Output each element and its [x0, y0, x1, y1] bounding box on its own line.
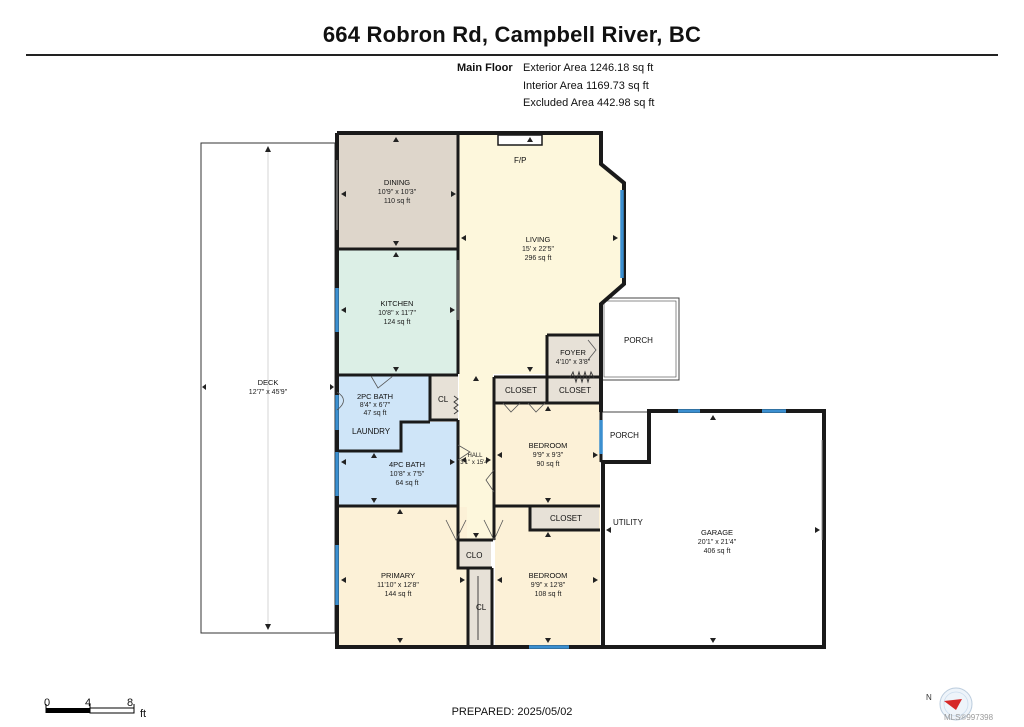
- svg-text:144 sq ft: 144 sq ft: [385, 591, 412, 598]
- svg-text:110 sq ft: 110 sq ft: [384, 198, 410, 205]
- door-swings: [336, 339, 597, 541]
- room-primary: PRIMARY 11'10" x 12'8" 144 sq ft: [377, 571, 419, 598]
- svg-text:KITCHEN: KITCHEN: [381, 299, 414, 308]
- svg-text:DECK: DECK: [258, 378, 279, 387]
- prepared-date: PREPARED: 2025/05/02: [451, 706, 573, 718]
- scale-unit: ft: [140, 708, 147, 720]
- room-dining: DINING 10'9" x 10'3" 110 sq ft: [378, 178, 417, 205]
- laundry-label: LAUNDRY: [352, 427, 391, 436]
- room-garage: GARAGE 20'1" x 21'4" 406 sq ft: [698, 528, 737, 555]
- svg-text:8'4" x 6'7": 8'4" x 6'7": [360, 402, 391, 409]
- svg-text:64 sq ft: 64 sq ft: [396, 480, 419, 487]
- svg-text:90 sq ft: 90 sq ft: [537, 461, 560, 468]
- room-dining-fill: [339, 135, 458, 248]
- closet-label-bed1: CLOSET: [505, 386, 537, 395]
- room-hall: HALL 3'1" x 15'4": [460, 453, 490, 466]
- closet-label-foyer: CLOSET: [559, 386, 591, 395]
- closet-foyer-fill: [548, 378, 600, 402]
- svg-text:2PC BATH: 2PC BATH: [357, 392, 393, 401]
- svg-text:3'1" x 15'4": 3'1" x 15'4": [460, 460, 490, 466]
- utility-label: UTILITY: [613, 518, 643, 527]
- excluded-area: Excluded Area 442.98 sq ft: [523, 97, 655, 109]
- room-2pc-bath: 2PC BATH 8'4" x 6'7" 47 sq ft: [357, 392, 393, 417]
- dimension-arrows: [341, 137, 820, 643]
- closet-bed2-fill: [531, 508, 599, 529]
- svg-text:11'10" x 12'8": 11'10" x 12'8": [377, 582, 419, 589]
- svg-text:15' x 22'5": 15' x 22'5": [522, 246, 555, 253]
- interior-area: Interior Area 1169.73 sq ft: [523, 80, 649, 92]
- room-garage-fill: [603, 413, 822, 645]
- porch-upper: [600, 297, 680, 381]
- scale-tick-8: 8: [127, 697, 134, 709]
- room-living-fill: [459, 135, 622, 374]
- closet-cl2-fill: [469, 569, 492, 645]
- exterior-area: Exterior Area 1246.18 sq ft: [523, 62, 654, 74]
- fireplace-label: F/P: [514, 156, 526, 165]
- mls-watermark: MLS®997398: [944, 713, 994, 722]
- scale-tick-4: 4: [85, 697, 92, 709]
- closet-cl1-fill: [431, 376, 458, 420]
- svg-text:10'9" x 10'3": 10'9" x 10'3": [378, 189, 417, 196]
- room-4pc-bath: 4PC BATH 10'8" x 7'5" 64 sq ft: [389, 460, 425, 487]
- room-deck: DECK 12'7" x 45'9": [249, 378, 288, 396]
- svg-text:12'7" x 45'9": 12'7" x 45'9": [249, 389, 288, 396]
- closet-cl2-label: CL: [476, 603, 487, 612]
- closet-clo-label: CLO: [466, 551, 482, 560]
- room-primary-fill: [339, 507, 467, 645]
- closet-label-bed2: CLOSET: [550, 514, 582, 523]
- room-kitchen: KITCHEN 10'8" x 11'7" 124 sq ft: [378, 299, 416, 326]
- page-title: 664 Robron Rd, Campbell River, BC: [322, 22, 702, 47]
- svg-text:4PC BATH: 4PC BATH: [389, 460, 425, 469]
- fireplace: [497, 134, 543, 146]
- sliding-doors: [336, 160, 823, 540]
- porch-label-lower: PORCH: [610, 431, 639, 440]
- scale-tick-0: 0: [44, 697, 51, 709]
- closet-bed1-fill: [495, 378, 547, 402]
- svg-text:47 sq ft: 47 sq ft: [364, 410, 387, 417]
- svg-text:124 sq ft: 124 sq ft: [384, 319, 411, 326]
- svg-text:10'8" x 7'5": 10'8" x 7'5": [390, 471, 425, 478]
- svg-text:HALL: HALL: [467, 453, 483, 459]
- svg-text:PRIMARY: PRIMARY: [381, 571, 415, 580]
- windows: [335, 190, 786, 649]
- svg-text:BEDROOM: BEDROOM: [529, 441, 568, 450]
- compass-north-label: N: [926, 693, 932, 702]
- closet-cl-label: CL: [438, 395, 449, 404]
- svg-text:LIVING: LIVING: [526, 235, 551, 244]
- closet-clo-fill: [459, 541, 491, 567]
- title-rule: [26, 54, 998, 56]
- scale-bar: [45, 704, 135, 714]
- room-bedroom-2: BEDROOM 9'9" x 12'8" 108 sq ft: [529, 571, 568, 598]
- compass-icon: N: [926, 687, 973, 721]
- svg-text:10'8" x 11'7": 10'8" x 11'7": [378, 310, 416, 317]
- deck: [200, 142, 336, 634]
- svg-text:GARAGE: GARAGE: [701, 528, 733, 537]
- svg-text:108 sq ft: 108 sq ft: [535, 591, 562, 598]
- floor-label: Main Floor: [457, 62, 513, 74]
- svg-text:BEDROOM: BEDROOM: [529, 571, 568, 580]
- room-bath4-fill: [339, 422, 457, 505]
- closet-rods: [453, 370, 595, 640]
- room-bedroom1-fill: [495, 404, 600, 505]
- room-kitchen-fill: [339, 250, 457, 374]
- room-foyer: FOYER 4'10" x 3'8": [556, 348, 591, 366]
- svg-text:406 sq ft: 406 sq ft: [704, 548, 731, 555]
- porch-label-upper: PORCH: [624, 336, 653, 345]
- svg-text:DINING: DINING: [384, 178, 410, 187]
- svg-text:4'10" x 3'8": 4'10" x 3'8": [556, 359, 591, 366]
- svg-text:20'1" x 21'4": 20'1" x 21'4": [698, 539, 737, 546]
- room-bedroom-1: BEDROOM 9'9" x 9'3" 90 sq ft: [529, 441, 568, 468]
- svg-text:9'9" x 9'3": 9'9" x 9'3": [533, 452, 564, 459]
- room-living: LIVING 15' x 22'5" 296 sq ft: [522, 235, 555, 262]
- interior-walls: [339, 135, 603, 645]
- svg-text:296 sq ft: 296 sq ft: [525, 255, 552, 262]
- svg-text:9'9" x 12'8": 9'9" x 12'8": [531, 582, 566, 589]
- svg-text:FOYER: FOYER: [560, 348, 586, 357]
